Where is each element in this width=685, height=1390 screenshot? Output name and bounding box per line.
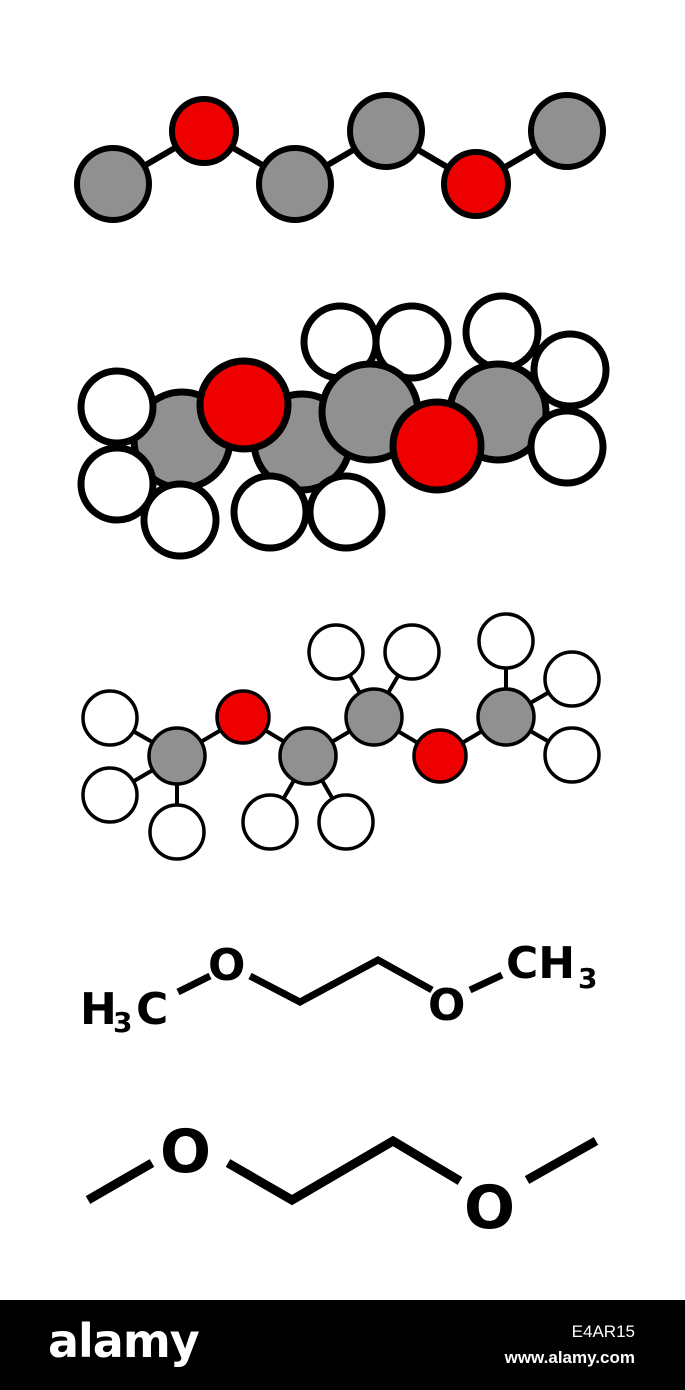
image-id-label: E4AR15 <box>571 1322 635 1341</box>
hydrogen-atom <box>530 330 610 410</box>
structural-formula: H 3 C O O CH 3 <box>80 938 597 1039</box>
carbon-atom <box>476 687 536 747</box>
carbon-atom <box>344 687 404 747</box>
hydrogen-atom <box>77 367 157 447</box>
site-url-label: www.alamy.com <box>504 1348 635 1367</box>
ball-and-stick-model <box>81 612 601 861</box>
hydrogen-atom <box>462 292 542 372</box>
molecule-illustration: H 3 C O O CH 3 O O <box>74 92 610 1243</box>
hydrogen-atom <box>241 793 299 851</box>
carbon-atom <box>256 145 334 223</box>
hydrogen-atom <box>148 803 206 861</box>
watermark-footer: alamy E4AR15 www.alamy.com <box>0 1300 685 1390</box>
brand-logo: alamy <box>48 1314 200 1368</box>
hydrogen-atom <box>230 472 310 552</box>
hydrogen-atom <box>383 623 441 681</box>
skeletal-formula: O O <box>85 1117 599 1243</box>
carbon-atom <box>147 726 207 786</box>
oxygen-atom <box>389 398 485 494</box>
space-filling-model <box>77 292 610 560</box>
oxygen-atom <box>215 689 271 745</box>
heavy-atom-model <box>74 92 606 223</box>
oxygen-atom <box>441 149 511 219</box>
methyl-h-label: H <box>80 984 117 1035</box>
carbon-atom <box>347 92 425 170</box>
oxygen-atom <box>169 96 239 166</box>
carbon-atom <box>74 145 152 223</box>
hydrogen-atom <box>77 444 157 524</box>
oxygen-atom <box>196 357 292 453</box>
hydrogen-atom <box>140 480 220 560</box>
carbon-atom <box>278 726 338 786</box>
methyl-ch-label: CH <box>506 938 575 989</box>
hydrogen-atom <box>543 650 601 708</box>
hydrogen-atom <box>307 623 365 681</box>
methyl-subscript-label: 3 <box>113 1006 132 1039</box>
oxygen-atom <box>412 728 468 784</box>
hydrogen-atom <box>81 766 139 824</box>
hydrogen-atom <box>543 726 601 784</box>
hydrogen-atom <box>306 472 386 552</box>
oxygen-label-1: O <box>208 940 245 991</box>
hydrogen-atom <box>81 689 139 747</box>
oxygen-label-2: O <box>428 980 465 1031</box>
methyl-subscript-label-2: 3 <box>578 962 597 995</box>
hydrogen-atom <box>317 793 375 851</box>
hydrogen-atom <box>372 302 452 382</box>
methyl-c-label: C <box>136 984 168 1035</box>
oxygen-label-1: O <box>160 1117 211 1187</box>
hydrogen-atom <box>477 612 535 670</box>
oxygen-label-2: O <box>464 1173 515 1243</box>
hydrogen-atom <box>527 407 607 487</box>
carbon-atom <box>528 92 606 170</box>
